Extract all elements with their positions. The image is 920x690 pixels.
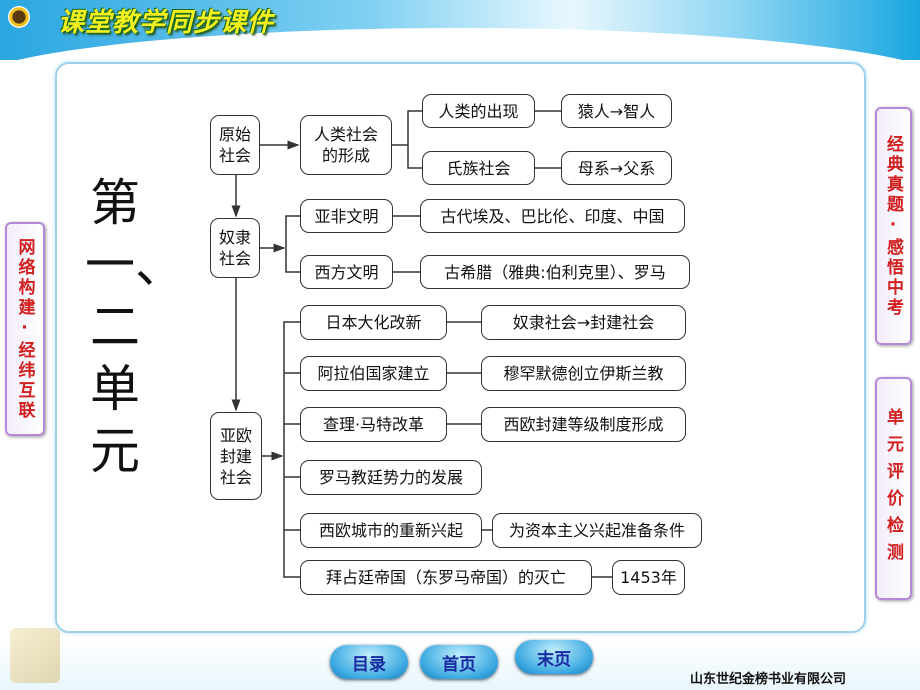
node-human-appearance: 人类的出现 — [422, 94, 535, 128]
node-cities-revival: 西欧城市的重新兴起 — [300, 513, 482, 548]
logo-icon — [8, 6, 30, 28]
publisher-name: 山东世纪金榜书业有限公司 — [690, 672, 847, 687]
brand-title: 课堂教学同步课件 — [58, 8, 275, 38]
node-taika-reform: 日本大化改新 — [300, 305, 447, 340]
node-martel-reform: 查理·马特改革 — [300, 407, 447, 442]
tab-network-structure[interactable]: 网络构建·经纬互联 — [5, 222, 45, 436]
last-page-button[interactable]: 末页 — [515, 640, 593, 674]
node-arab-state: 阿拉伯国家建立 — [300, 356, 447, 391]
node-asia-africa: 亚非文明 — [300, 199, 393, 233]
node-clan-society: 氏族社会 — [422, 151, 535, 185]
toc-button[interactable]: 目录 — [330, 645, 408, 679]
node-byzantine-fall: 拜占廷帝国（东罗马帝国）的灭亡 — [300, 560, 592, 595]
node-taika-detail: 奴隶社会→封建社会 — [481, 305, 686, 340]
tab-unit-evaluation[interactable]: 单元评价检测 — [875, 377, 912, 600]
node-martel-detail: 西欧封建等级制度形成 — [481, 407, 686, 442]
node-matri-to-patri: 母系→父系 — [561, 151, 672, 185]
first-page-button[interactable]: 首页 — [420, 645, 498, 679]
node-byzantine-year: 1453年 — [612, 560, 685, 595]
node-cities-detail: 为资本主义兴起准备条件 — [492, 513, 702, 548]
node-west-detail: 古希腊（雅典:伯利克里）、罗马 — [420, 255, 690, 289]
node-papacy: 罗马教廷势力的发展 — [300, 460, 482, 495]
quill-icon — [10, 628, 60, 683]
node-asia-africa-detail: 古代埃及、巴比伦、印度、中国 — [420, 199, 685, 233]
header-banner: 课堂教学同步课件 — [0, 0, 920, 88]
tab-classic-exam[interactable]: 经典真题·感悟中考 — [875, 107, 912, 345]
node-ape-to-human: 猿人→智人 — [561, 94, 672, 128]
node-arab-detail: 穆罕默德创立伊斯兰教 — [481, 356, 686, 391]
node-primitive-society: 原始社会 — [210, 115, 260, 175]
node-human-society-formation: 人类社会的形成 — [300, 115, 392, 175]
node-slave-society: 奴隶社会 — [210, 218, 260, 278]
node-west: 西方文明 — [300, 255, 393, 289]
node-feudal-society: 亚欧封建社会 — [210, 412, 262, 500]
